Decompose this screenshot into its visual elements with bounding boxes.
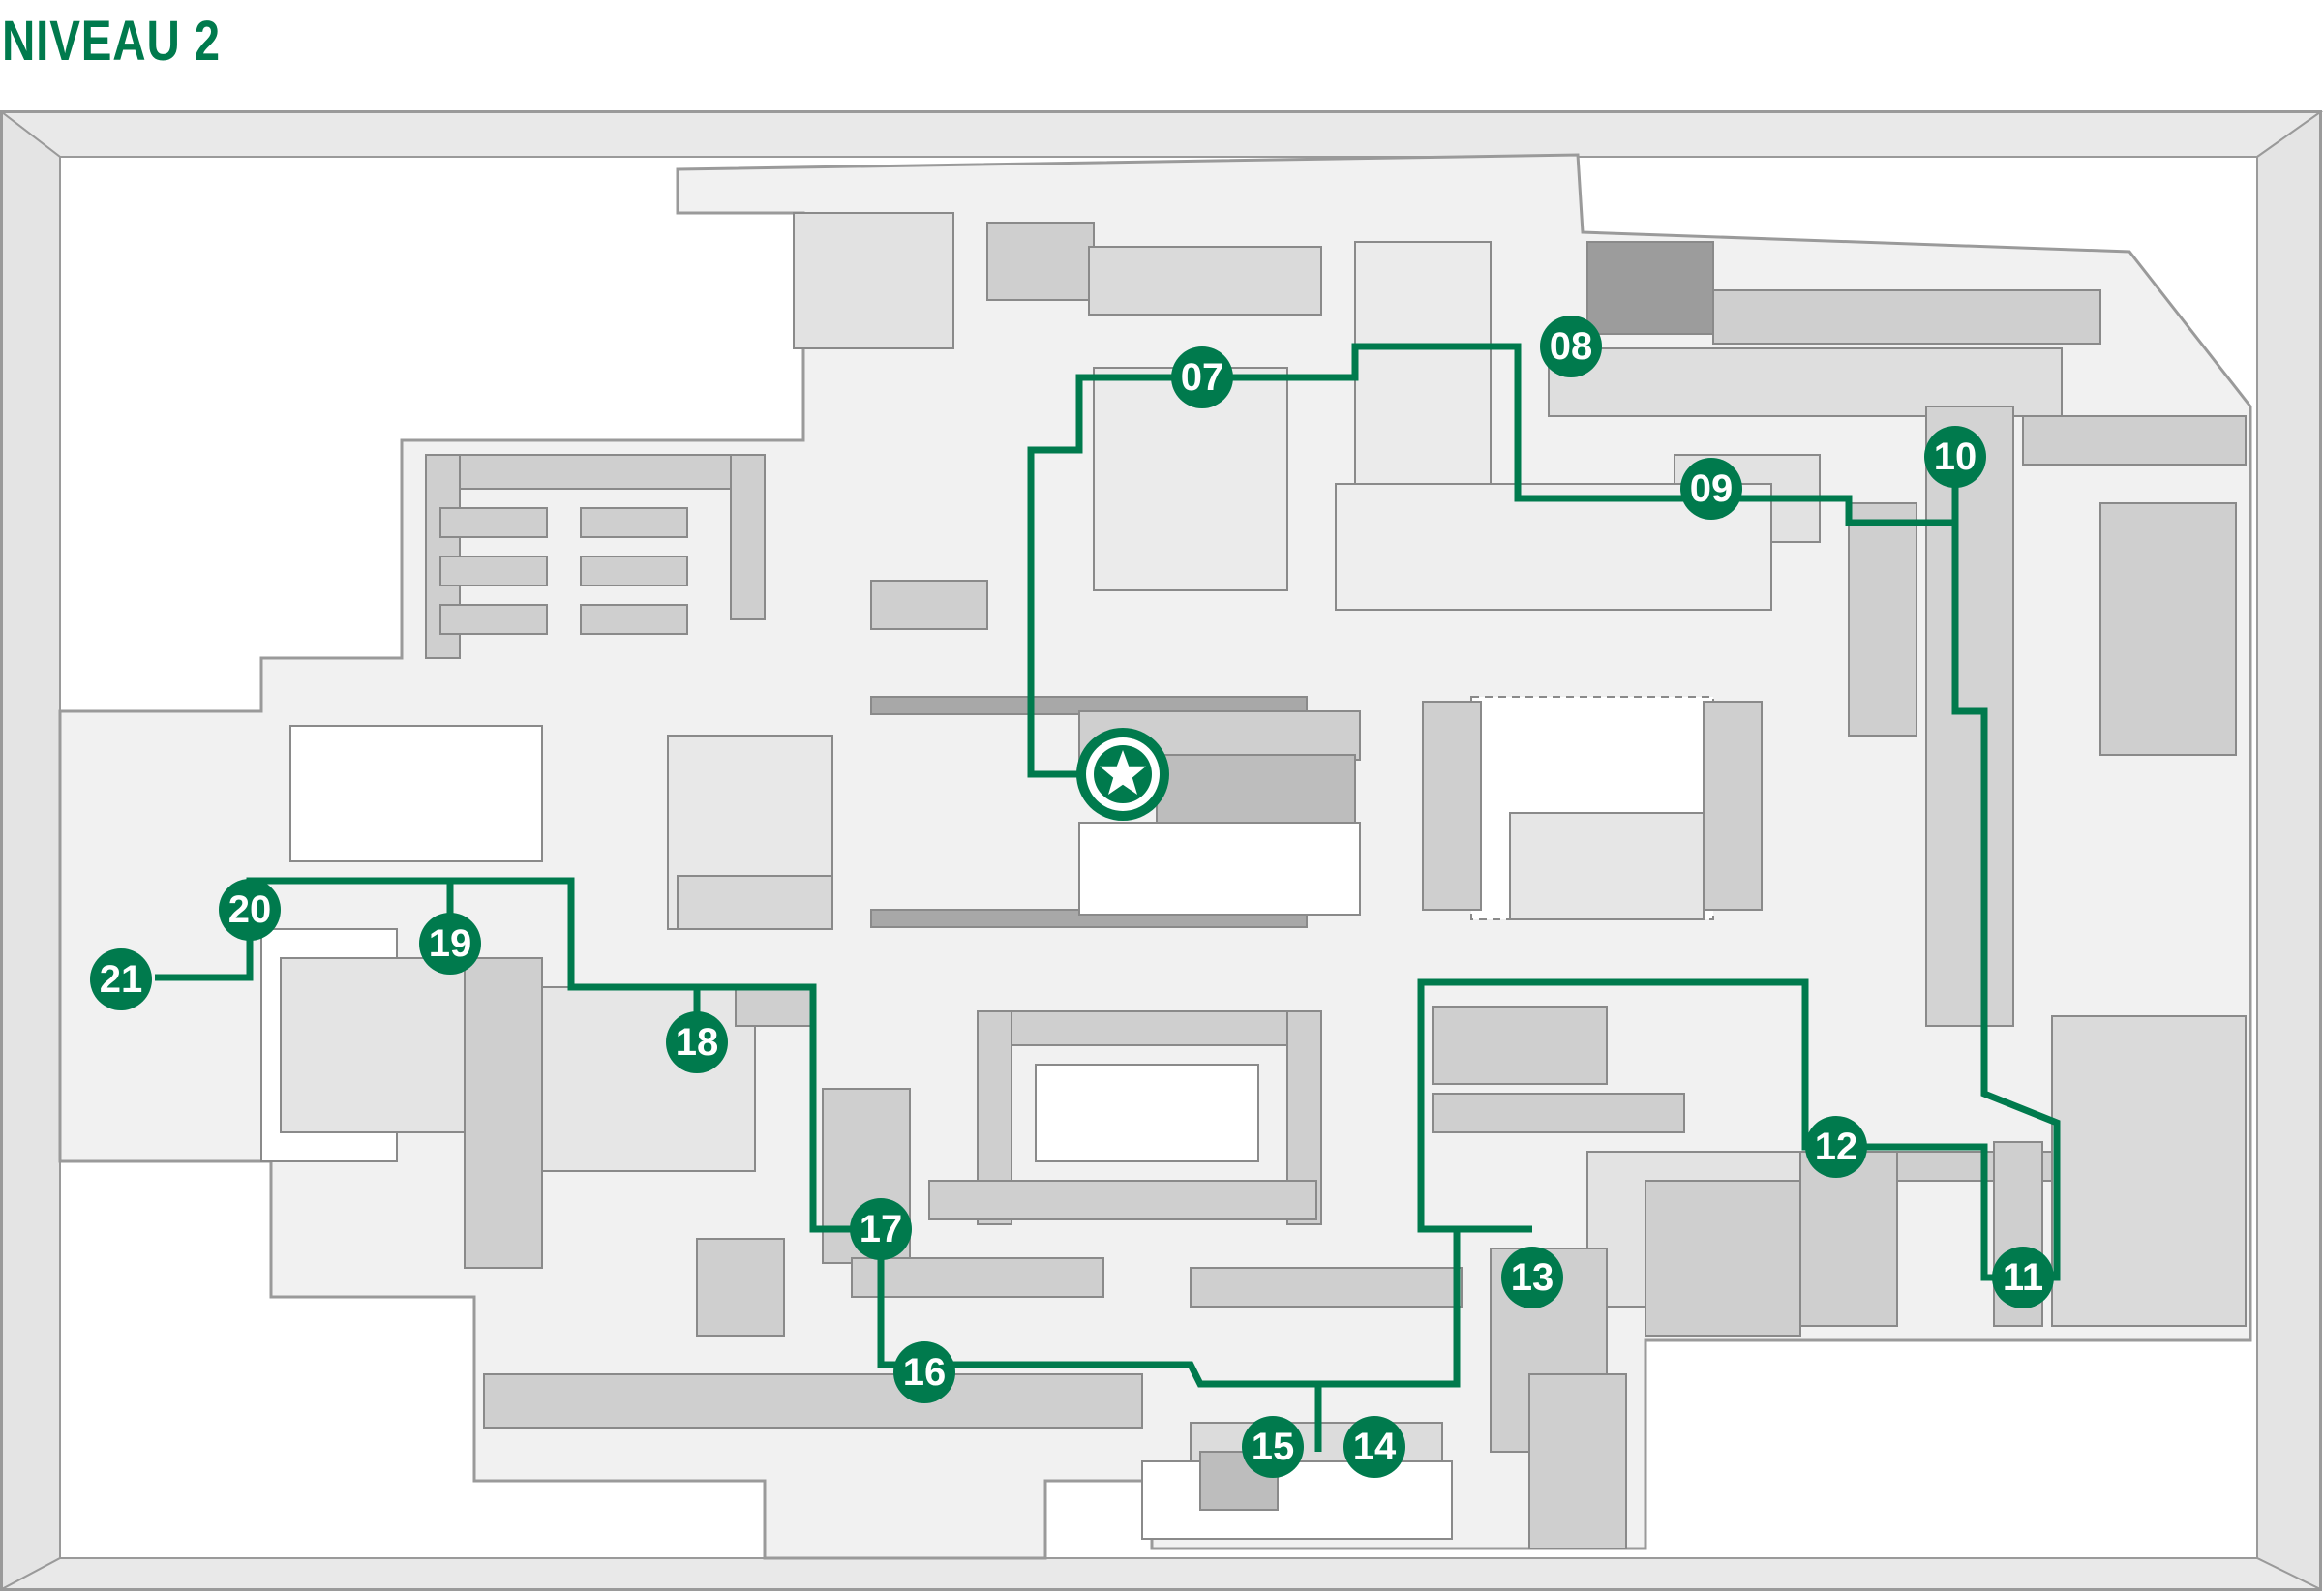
stop-label: 13 <box>1511 1256 1554 1299</box>
page-title: NIVEAU 2 <box>2 10 221 73</box>
stop-label: 15 <box>1252 1426 1295 1468</box>
stop-marker[interactable]: 19 <box>419 913 481 975</box>
stop-marker[interactable]: 09 <box>1680 458 1742 520</box>
stop-marker[interactable]: 13 <box>1501 1247 1563 1308</box>
stop-label: 07 <box>1181 356 1224 399</box>
stop-marker[interactable]: 21 <box>90 948 152 1010</box>
stop-label: 17 <box>860 1208 903 1250</box>
stop-label: 12 <box>1815 1126 1858 1168</box>
stop-marker[interactable]: 17 <box>850 1198 912 1260</box>
stop-label: 14 <box>1353 1426 1397 1468</box>
star-icon <box>1100 750 1146 795</box>
stop-label: 20 <box>228 888 272 931</box>
stop-label: 11 <box>2003 1256 2043 1299</box>
stop-marker[interactable]: 15 <box>1242 1416 1304 1478</box>
stop-label: 21 <box>100 958 143 1001</box>
stop-label: 10 <box>1934 436 1977 478</box>
stop-marker[interactable]: 11 <box>1992 1247 2054 1308</box>
stop-label: 09 <box>1690 467 1734 510</box>
stop-marker[interactable]: 07 <box>1171 346 1233 408</box>
stop-label: 18 <box>676 1021 719 1064</box>
stop-label: 08 <box>1550 325 1593 368</box>
stop-marker[interactable]: 12 <box>1805 1116 1867 1178</box>
stop-label: 19 <box>429 922 472 965</box>
stop-marker[interactable]: 16 <box>893 1341 955 1403</box>
stop-marker[interactable]: 18 <box>666 1011 728 1073</box>
stop-marker[interactable]: 14 <box>1343 1416 1405 1478</box>
stop-label: 16 <box>903 1351 947 1394</box>
stop-marker[interactable]: 10 <box>1924 426 1986 488</box>
stop-marker[interactable]: 20 <box>219 879 281 941</box>
start-marker[interactable] <box>1076 728 1169 821</box>
stop-marker[interactable]: 08 <box>1540 316 1602 377</box>
